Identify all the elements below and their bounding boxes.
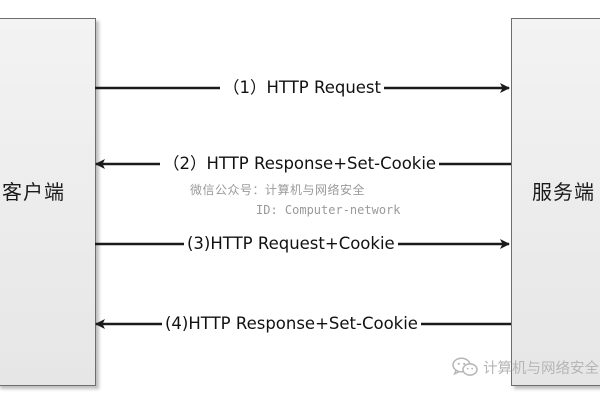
- step-4-label: (4)HTTP Response+Set-Cookie: [162, 312, 421, 336]
- server-label: 服务端: [532, 180, 595, 204]
- watermark-account-line: 微信公众号：计算机与网络安全: [190, 183, 366, 197]
- wechat-icon: [452, 357, 478, 377]
- step-2-label: （2）HTTP Response+Set-Cookie: [160, 152, 440, 176]
- watermark-bottom: 计算机与网络安全: [452, 357, 599, 377]
- step-1-label: （1）HTTP Request: [220, 76, 384, 100]
- watermark-id-line: ID: Computer-network: [256, 203, 401, 217]
- watermark-bottom-text: 计算机与网络安全: [483, 360, 599, 377]
- client-box: [0, 18, 96, 386]
- server-box: [511, 18, 600, 386]
- step-3-label: (3)HTTP Request+Cookie: [184, 232, 398, 256]
- client-label: 客户端: [2, 180, 65, 204]
